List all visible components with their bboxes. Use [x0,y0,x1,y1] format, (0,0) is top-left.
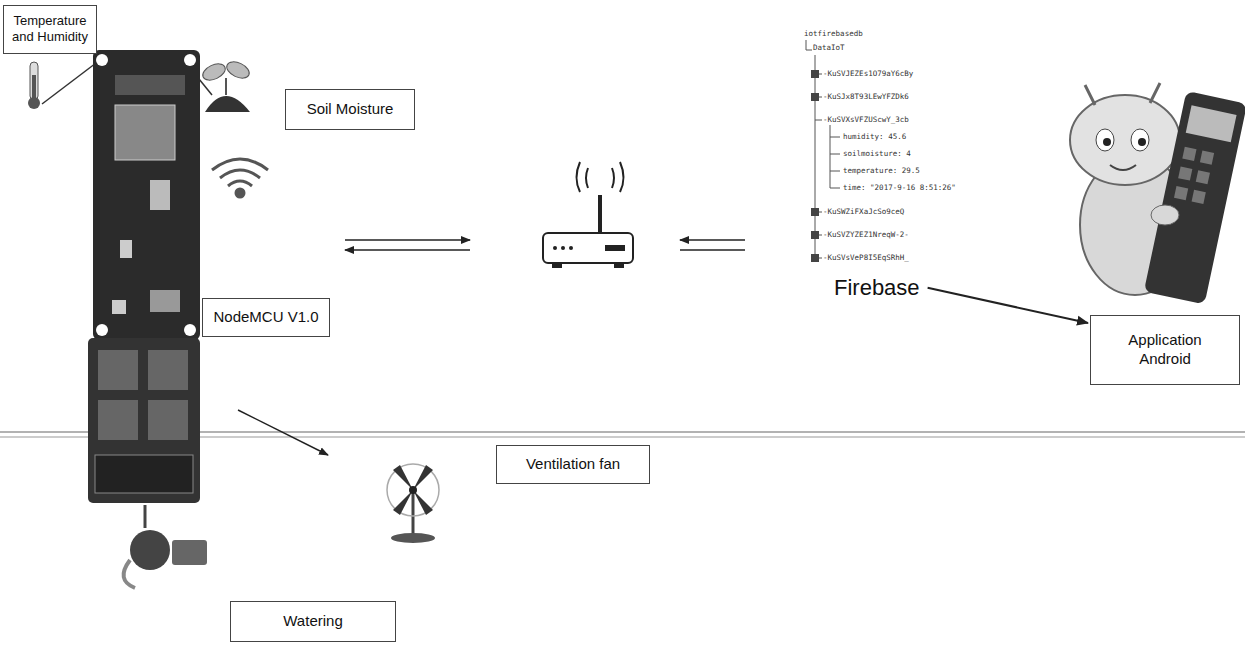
node-text: NodeMCU V1.0 [209,308,323,327]
router-icon [543,162,633,268]
node-text: Firebase [834,274,920,302]
database-entry: humidity: 45.6 [842,132,907,141]
database-entry: -KuSWZiFXaJcSo9ceQ [822,207,905,216]
data-arrow [680,239,745,241]
actuator-label: Ventilation fan [496,445,650,484]
node-text: Soil Moisture [292,100,408,119]
plant-icon [200,59,252,112]
sensor-label: Temperature and Humidity [3,5,97,54]
pump-icon [124,505,207,588]
node-text: Watering [237,612,389,631]
database-entry: -KuSJx8T93LEwYFZDk6 [822,92,910,101]
database-entry: temperature: 29.5 [842,166,921,175]
tree-markers [811,70,819,262]
tree-root-label: iotfirebasedb [803,29,864,38]
sensor-label: Soil Moisture [285,89,415,130]
nodemcu-board [93,50,200,340]
relay-module [88,338,200,503]
board-label: NodeMCU V1.0 [202,298,330,337]
database-entry: -KuSVXsVFZUScwY_3cb [822,115,910,124]
node-text: Application Android [1113,331,1217,369]
node-text: Ventilation fan [503,455,643,474]
database-entry: time: "2017-9-16 8:51:26" [842,183,957,192]
service-label: Firebase [830,272,924,304]
wifi-icon [212,159,268,197]
tree-root-label: DataIoT [812,43,846,52]
sensor-wire [42,60,100,104]
fan-icon [387,464,439,543]
thermometer-icon [28,62,40,109]
android-mascot [1070,83,1245,304]
database-entry: -KuSVZYZEZ1NreqW-2- [822,230,910,239]
database-entry: soilmoisture: 4 [842,149,912,158]
data-flow-arrow [928,288,1088,323]
data-arrow [345,249,470,251]
data-line [680,249,745,251]
database-entry: -KuSVJEZEs1O79aY6cBy [822,69,914,78]
app-box: Application Android [1090,315,1240,385]
control-arrow [238,410,328,455]
data-arrow [345,239,470,241]
node-text: Temperature and Humidity [8,13,92,46]
actuator-label: Watering [230,601,396,642]
database-entry: -KuSVsVeP8I5EqSRhH_ [822,253,910,262]
